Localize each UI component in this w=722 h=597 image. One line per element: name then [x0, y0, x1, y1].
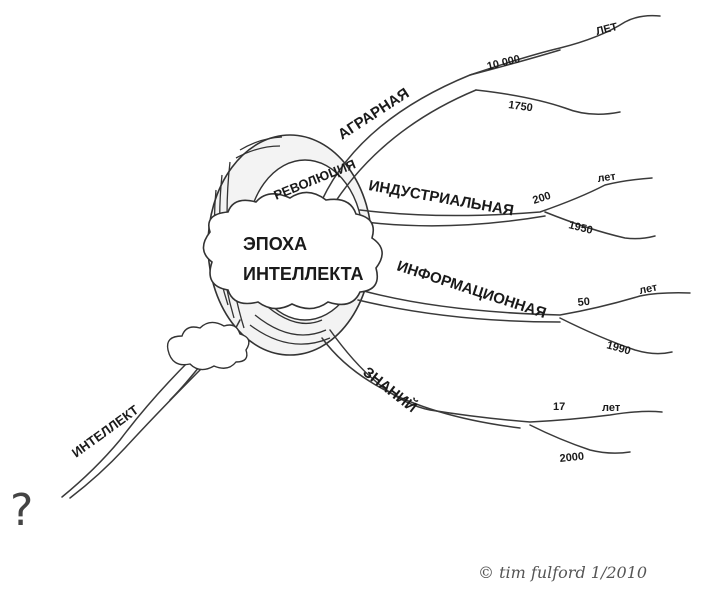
- author-signature: © tim fulford 1/2010: [478, 563, 647, 582]
- branch-industrial: [359, 177, 653, 217]
- branch-information: [359, 289, 691, 316]
- branch-lines: [61, 14, 691, 499]
- industrial-year: 1950: [567, 219, 594, 237]
- knowledge-year: 2000: [559, 450, 585, 464]
- branch-intellect: [61, 359, 191, 498]
- center-title-line-1: ЭПОХА: [243, 234, 307, 254]
- agrarian-label: АГРАРНАЯ: [335, 85, 412, 144]
- agrarian-span: 10 000: [486, 53, 522, 73]
- information-unit: лет: [638, 281, 659, 297]
- center-title-line-2: ИНТЕЛЛЕКТА: [243, 264, 364, 284]
- industrial-span: 200: [531, 190, 552, 207]
- knowledge-label: ЗНАНИЙ: [360, 363, 421, 416]
- knowledge-unit: лет: [602, 402, 621, 414]
- agrarian-unit: ЛЕТ: [595, 21, 619, 38]
- small-cloud: [166, 321, 250, 371]
- question-mark: ?: [10, 485, 33, 536]
- intellect-label: ИНТЕЛЛЕКТ: [69, 402, 141, 460]
- information-year: 1990: [605, 339, 632, 357]
- center-cloud: [202, 191, 383, 310]
- branch-agrarian: [321, 14, 661, 201]
- agrarian-year: 1750: [508, 99, 534, 114]
- knowledge-span: 17: [553, 401, 565, 413]
- information-span: 50: [577, 296, 590, 309]
- industrial-unit: лет: [597, 170, 617, 185]
